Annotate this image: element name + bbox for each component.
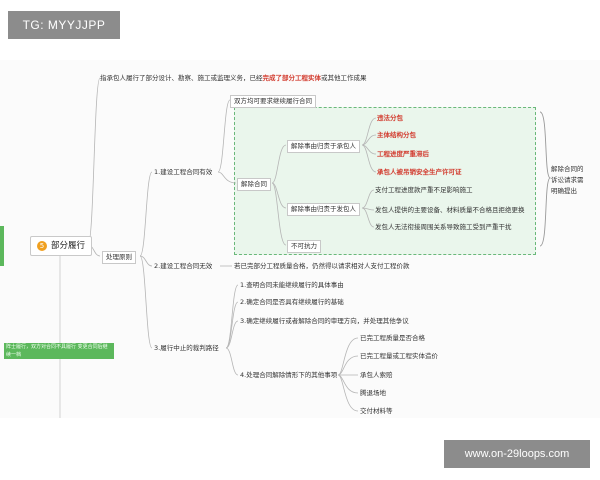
force-majeure-node[interactable]: 不可抗力 <box>287 240 321 253</box>
branch-suspension-path[interactable]: 3.履行中止的裁判路径 <box>154 344 219 352</box>
contractor-reason-1: 违法分包 <box>377 114 403 122</box>
contractor-reason-4: 承包人被吊销安全生产许可证 <box>377 168 462 176</box>
definition-text-highlight: 完成了部分工程实体 <box>262 74 322 82</box>
definition-text-pre: 指承包人履行了部分设计、勘察、施工或监理义务，已经 <box>100 74 263 82</box>
contractor-fault-node[interactable]: 解除事由归责于承包人 <box>287 140 360 153</box>
watermark-top: TG: MYYJJPP <box>8 11 120 39</box>
principle-node[interactable]: 处理原则 <box>102 251 136 264</box>
branch-invalid-contract[interactable]: 2.建设工程合同无效 <box>154 262 213 270</box>
left-accent-bar <box>0 226 4 266</box>
definition-text-post: 或其他工作成果 <box>321 74 367 82</box>
branch-valid-contract[interactable]: 1.建设工程合同有效 <box>154 168 213 176</box>
contractor-reason-3: 工程进度严重滞后 <box>377 150 429 158</box>
employer-reason-3: 发包人无法衔接周围关系导致施工受到严重干扰 <box>375 223 512 231</box>
step4-item-2: 已完工程量或工程实体造价 <box>360 352 438 360</box>
contractor-reason-2: 主体结构分包 <box>377 131 416 139</box>
invalid-contract-desc: 若已完部分工程质量合格，仍然得以请求相对人支付工程价款 <box>234 262 410 270</box>
root-label: 部分履行 <box>51 241 86 251</box>
terminate-contract-node[interactable]: 解除合同 <box>237 178 271 191</box>
employer-reason-2: 发包人提供的主要设备、材料质量不合格且拒绝更换 <box>375 206 525 214</box>
step4-item-4: 腾退场地 <box>360 389 386 397</box>
continue-performance-node[interactable]: 双方均可要求继续履行合同 <box>230 95 316 108</box>
path-step-2: 2.确定合同是否具有继续履行的基础 <box>240 298 344 306</box>
definition-node[interactable]: 指承包人履行了部分设计、勘察、施工或监理义务，已经完成了部分工程实体或其他工作成… <box>100 73 367 84</box>
number-badge-icon: 5 <box>37 240 47 251</box>
watermark-bottom: www.on-29loops.com <box>444 440 590 468</box>
employer-reason-1: 支付工程进度款严重不足影响施工 <box>375 186 473 194</box>
side-note: 解除合同的诉讼请求需明确提出 <box>551 165 584 195</box>
root-node[interactable]: 5 部分履行 <box>30 236 93 256</box>
path-step-4[interactable]: 4.处理合同解除情形下的其他事项 <box>240 371 338 379</box>
step4-item-5: 交付材料等 <box>360 407 393 415</box>
green-note: 阵士履行，双方对合同不具履行 变更合同后继续一档 <box>4 343 114 359</box>
path-step-3: 3.确定继续履行或者解除合同的审理方向，并处理其他争议 <box>240 317 409 325</box>
step4-item-3: 承包人索赔 <box>360 371 393 379</box>
step4-item-1: 已完工程质量是否合格 <box>360 334 425 342</box>
terminate-group-highlight <box>234 107 536 255</box>
path-step-1: 1.查明合同未能继续履行的具体事由 <box>240 281 344 289</box>
employer-fault-node[interactable]: 解除事由归责于发包人 <box>287 203 360 216</box>
